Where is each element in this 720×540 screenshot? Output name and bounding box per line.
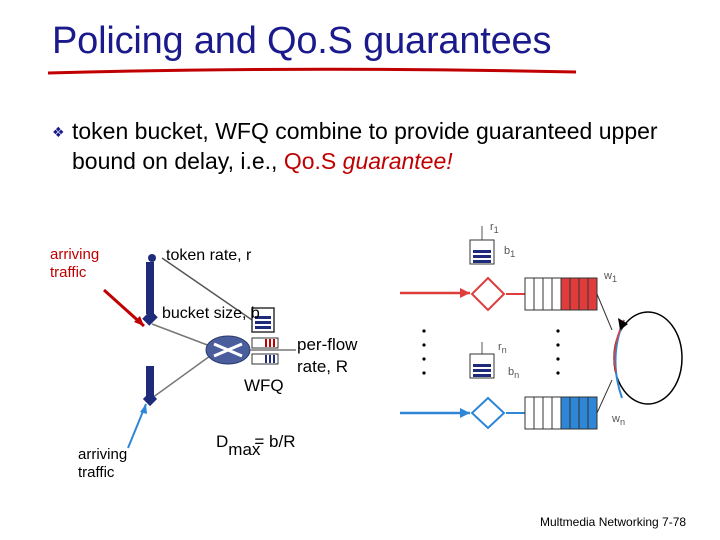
policer-n — [470, 396, 506, 430]
bullet-icon: ❖ — [52, 124, 65, 140]
bottom-arrowhead — [140, 404, 147, 414]
dots-mid — [556, 329, 560, 375]
wfq-label: WFQ — [244, 376, 284, 395]
dmax-formula: Dmax= b/R — [216, 432, 296, 459]
per-flow-rate-label: per-flow rate, R — [297, 335, 358, 376]
queue-n — [524, 396, 598, 430]
highlight-qos: Qo.S — [283, 148, 337, 174]
bn-label: bn — [508, 366, 520, 381]
token-dot — [148, 254, 156, 262]
bullet-text: token bucket, WFQ combine to provide gua… — [72, 118, 658, 174]
rn-label: rn — [498, 341, 507, 356]
token-feed-line — [161, 257, 256, 323]
r1-label: r1 — [490, 221, 499, 236]
top-pipe-end — [142, 310, 158, 326]
bottom-link — [151, 355, 211, 399]
token-bucket-tokens — [255, 316, 271, 329]
b1-label: b1 — [504, 245, 516, 260]
top-link — [151, 323, 211, 347]
top-arrowhead — [134, 316, 144, 326]
w1-label: w1 — [604, 270, 618, 285]
slide-title: Policing and Qo.S guarantees — [52, 20, 552, 62]
bottom-input-pipe — [146, 366, 154, 398]
queue-1 — [524, 277, 598, 311]
policer-1 — [470, 276, 506, 312]
title-underline — [47, 67, 577, 75]
bucket-size-label: bucket size, b — [162, 305, 260, 322]
slide-footer: Multmedia Networking 7-78 — [540, 515, 687, 529]
top-input-pipe — [146, 262, 154, 314]
token-rate-label: token rate, r — [166, 247, 252, 264]
arriving-traffic-top: arriving traffic — [50, 246, 100, 281]
wn-label: wn — [612, 413, 626, 428]
arriving-traffic-bottom: arriving traffic — [78, 446, 128, 481]
bottom-pipe-end — [142, 391, 158, 407]
dots-left — [422, 329, 426, 375]
highlight-guarantee: guarantee! — [342, 148, 453, 174]
